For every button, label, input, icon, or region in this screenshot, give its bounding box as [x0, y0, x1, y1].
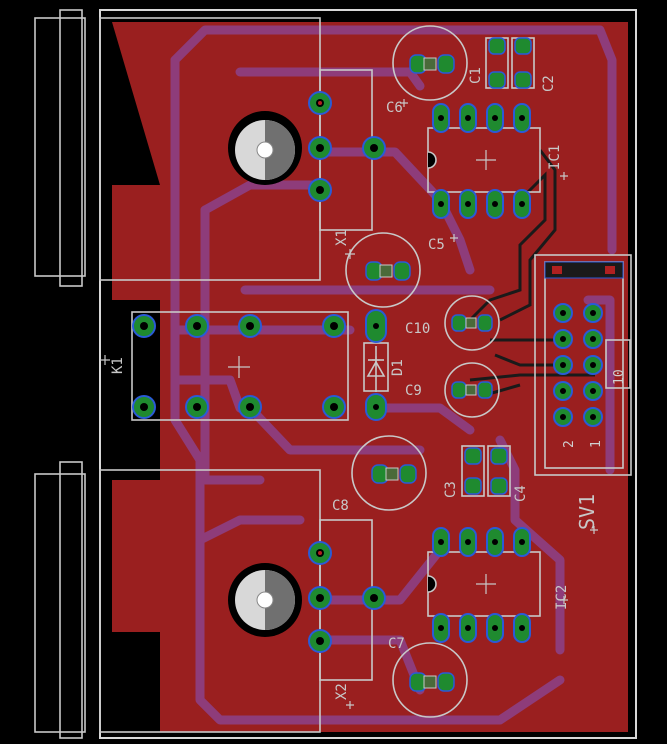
label-c2: C2 [541, 75, 557, 92]
label-sv1: SV1 [575, 494, 599, 530]
label-k1: K1 [110, 357, 126, 374]
round-pads [132, 91, 603, 653]
jack-x2-hole [228, 563, 302, 637]
label-x2: X2 [334, 683, 350, 700]
label-c10: C10 [405, 321, 430, 337]
sv1-header-latch [544, 261, 631, 389]
board-outline [99, 9, 637, 739]
label-c1: C1 [468, 67, 484, 84]
label-c9: C9 [405, 383, 422, 399]
label-ic1: IC1 [547, 145, 563, 170]
label-c8: C8 [332, 498, 349, 514]
label-c3: C3 [443, 481, 459, 498]
sv1-pin-2-label: 2 [562, 440, 577, 448]
label-ic2: IC2 [554, 585, 570, 610]
label-c7: C7 [388, 636, 405, 652]
sv1-pin-1-label: 1 [589, 440, 604, 448]
ic2-notch [427, 575, 437, 593]
origin-crosses [100, 99, 598, 709]
ic1-notch [427, 151, 437, 169]
label-c4: C4 [513, 485, 529, 502]
sv1-pin-10-label: 10 [612, 369, 627, 385]
label-c6: C6 [386, 100, 403, 116]
cap-pads [365, 37, 532, 692]
cap-bodies [379, 57, 477, 689]
ic-pad-drills [373, 115, 525, 631]
label-c5: C5 [428, 237, 445, 253]
jack-x1-hole [228, 111, 302, 185]
label-x1: X1 [334, 229, 350, 246]
label-d1: D1 [390, 359, 406, 376]
